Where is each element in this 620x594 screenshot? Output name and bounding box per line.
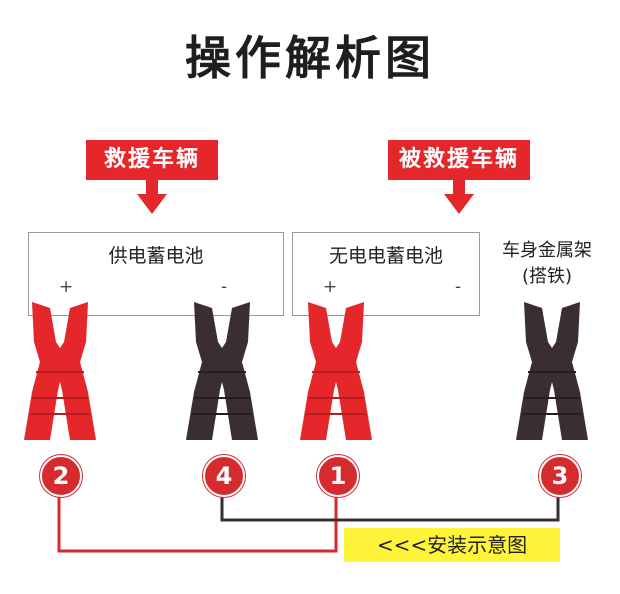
- chassis-label-line2: (搭铁): [521, 266, 573, 287]
- black-clamp-ground: [516, 302, 588, 440]
- dead-battery: 无电电蓄电池 + -: [292, 232, 480, 316]
- red-clamp-supply: [24, 302, 96, 440]
- rescued-vehicle-label: 被救援车辆: [388, 140, 530, 180]
- step-badge-1: 1: [317, 455, 359, 497]
- black-clamp-supply: [186, 302, 258, 440]
- step-badge-3: 3: [539, 455, 581, 497]
- installation-legend: <<<安装示意图: [344, 528, 560, 562]
- page-title: 操作解析图: [185, 31, 435, 85]
- down-arrow-icon: [444, 194, 474, 214]
- step-badge-4: 4: [203, 455, 245, 497]
- chassis-ground-label: 车身金属架 (搭铁): [486, 238, 608, 290]
- dead-negative-terminal: -: [455, 277, 462, 297]
- dead-battery-label: 无电电蓄电池: [328, 245, 443, 267]
- supply-positive-terminal: +: [59, 277, 74, 297]
- step-badge-2: 2: [40, 455, 82, 497]
- chassis-label-line1: 车身金属架: [502, 240, 592, 261]
- supply-negative-terminal: -: [221, 277, 228, 297]
- dead-positive-terminal: +: [323, 277, 338, 297]
- red-clamp-dead: [300, 302, 372, 440]
- rescue-arrow-stem: [146, 180, 158, 194]
- rescued-arrow-stem: [453, 180, 465, 194]
- rescue-vehicle-label: 救援车辆: [86, 140, 218, 180]
- black-cable: [220, 486, 560, 522]
- down-arrow-icon: [137, 194, 167, 214]
- supply-battery-label: 供电蓄电池: [108, 245, 204, 267]
- supply-battery: 供电蓄电池 + -: [28, 232, 284, 316]
